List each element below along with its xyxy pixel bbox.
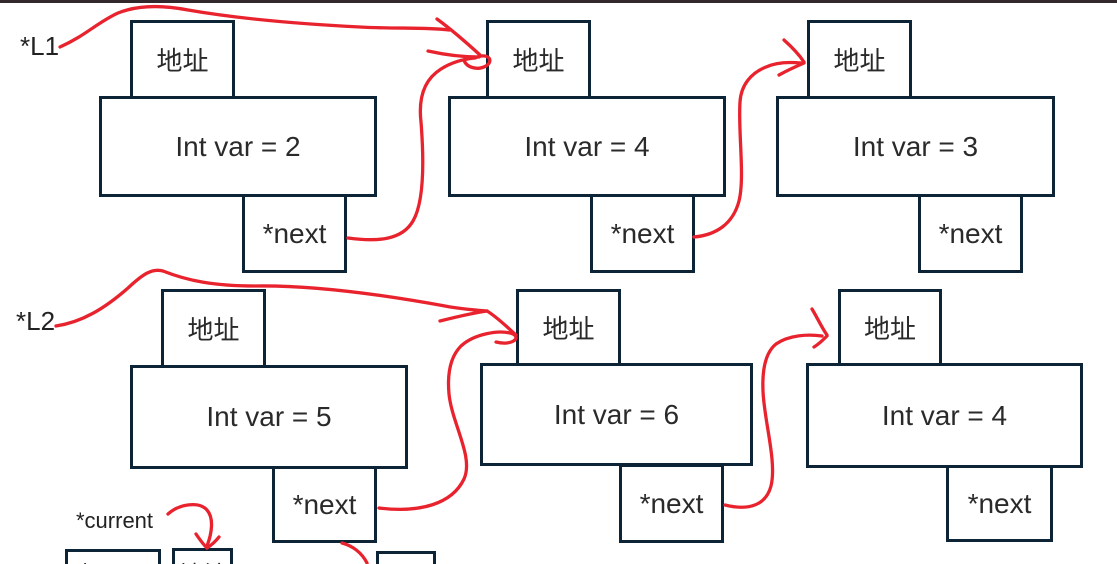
- bottom-partial-value-label: *: [80, 557, 90, 564]
- l2-node2-next-label: *next: [639, 487, 704, 519]
- l1-node1-address-label: 地址: [156, 46, 209, 76]
- l2-node2-address-label: 地址: [542, 314, 595, 344]
- l2-node3-next-label: *next: [967, 487, 1032, 519]
- l1-node3-address-box: 地址: [807, 20, 912, 99]
- l2-node3-address-label: 地址: [863, 314, 916, 344]
- l2-node2-address-box: 地址: [516, 289, 621, 366]
- arrow-current-barb-1: [194, 532, 209, 550]
- l2-node1-value-box: Int var = 5: [130, 365, 408, 469]
- arrow-l2-barb-1: [438, 309, 489, 323]
- l2-node3-address-box: 地址: [838, 289, 942, 366]
- l1-node1-next-box: *next: [242, 194, 347, 273]
- l1-node3-next-box: *next: [918, 194, 1023, 273]
- l1-node1-value-label: Int var = 2: [175, 130, 301, 162]
- arrow-l2-to-node5-address: [54, 268, 489, 328]
- bottom-partial-address-box: 地址: [172, 548, 233, 564]
- arrow-l2-barb-2: [485, 309, 518, 337]
- arrow-l1-barb-2: [426, 49, 481, 59]
- l2-node2-value-label: Int var = 6: [553, 398, 680, 430]
- bottom-partial-address-label-2: 地址: [382, 558, 430, 564]
- l1-node2-value-label: Int var = 4: [524, 130, 650, 162]
- l1-node1-next-label: *next: [262, 217, 327, 249]
- l1-node3-next-label: *next: [938, 217, 1003, 249]
- l1-node3-address-label: 地址: [833, 46, 886, 76]
- pointer-label-current: *current: [76, 508, 154, 533]
- l2-node1-address-box: 地址: [161, 289, 266, 368]
- arrow-node2-next-barb-2: [777, 61, 806, 77]
- pointer-label-l2: *L2: [16, 306, 56, 336]
- arrow-node5-next-barb-1: [810, 307, 829, 337]
- arrow-node2-next-barb-1: [782, 38, 806, 64]
- arrow-l1-to-node2-address: [58, 4, 451, 49]
- arrow-partial-bottom: [340, 541, 369, 564]
- l1-node2-next-box: *next: [590, 194, 695, 273]
- l1-node3-value-box: Int var = 3: [776, 96, 1055, 197]
- arrow-node5-next-barb-2: [812, 334, 829, 349]
- l1-node2-address-box: 地址: [486, 20, 591, 99]
- pointer-label-l1: *L1: [20, 31, 60, 61]
- l1-node2-value-box: Int var = 4: [448, 96, 726, 197]
- top-border-bar: [0, 0, 1117, 3]
- l1-node1-value-box: Int var = 2: [99, 96, 377, 197]
- l2-node3-value-label: Int var = 4: [881, 399, 1008, 431]
- l2-node1-next-box: *next: [272, 466, 377, 543]
- l1-node2-address-label: 地址: [512, 46, 565, 76]
- l1-node1-address-box: 地址: [130, 20, 235, 99]
- l2-node1-value-label: Int var = 5: [206, 401, 332, 432]
- l2-node1-address-label: 地址: [187, 315, 240, 345]
- l2-node3-next-box: *next: [946, 465, 1053, 542]
- l1-node2-next-label: *next: [610, 217, 675, 249]
- l2-node1-next-label: *next: [292, 488, 357, 520]
- arrow-current-to-address: [166, 503, 214, 548]
- bottom-partial-address-label: 地址: [179, 555, 227, 564]
- l2-node2-value-box: Int var = 6: [480, 363, 753, 466]
- bottom-partial-value-box: *: [65, 549, 161, 564]
- l2-node3-value-box: Int var = 4: [806, 363, 1083, 468]
- bottom-partial-address-box-2: 地址: [376, 551, 436, 564]
- l1-node3-value-label: Int var = 3: [852, 130, 979, 162]
- arrow-l1-barb-1: [435, 17, 482, 57]
- l2-node2-next-box: *next: [619, 464, 724, 543]
- arrow-current-barb-2: [205, 535, 221, 550]
